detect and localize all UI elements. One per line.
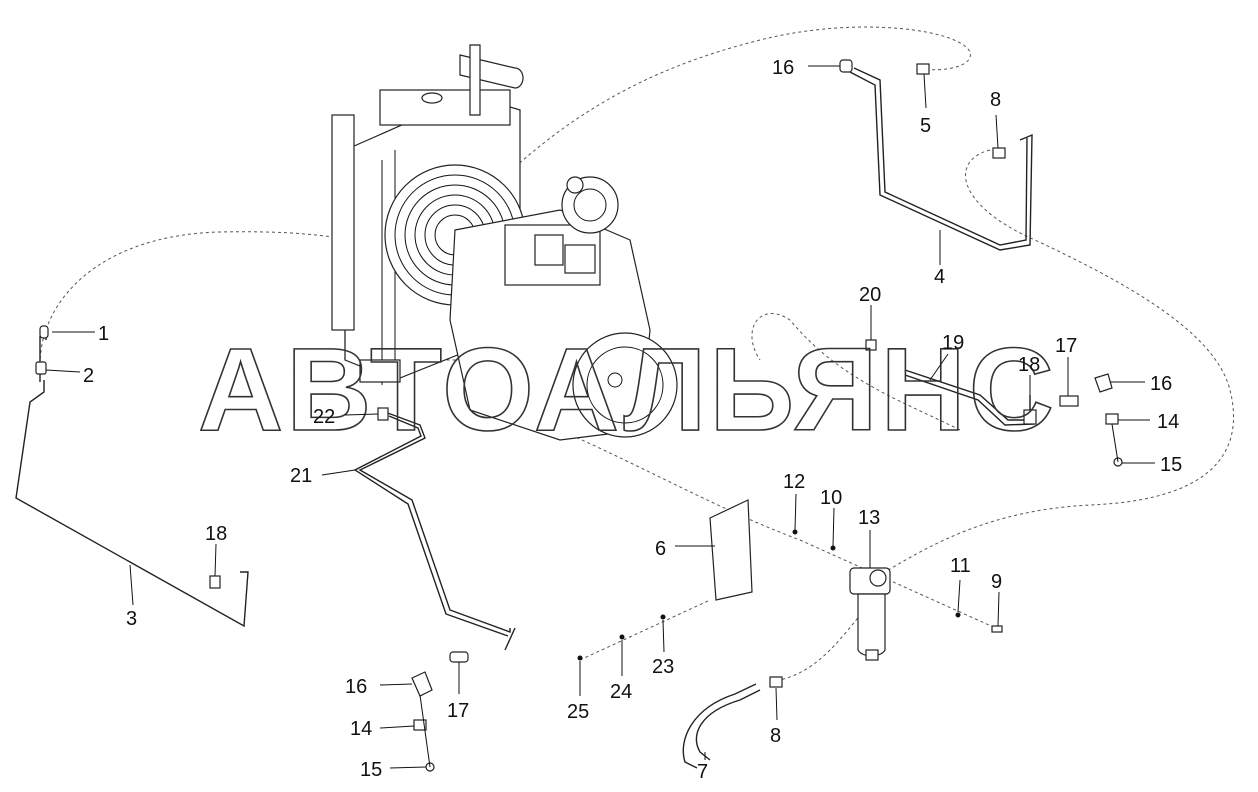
- radiator-filler-cap: [421, 92, 443, 104]
- nut-14-bottom: [413, 719, 427, 731]
- callout-1: 1: [98, 323, 109, 345]
- callout-9: 9: [991, 571, 1002, 593]
- callout-13: 13: [858, 507, 880, 529]
- callout-3: 3: [126, 608, 137, 630]
- callout-18-left: 18: [205, 523, 227, 545]
- fuel-pipe-21: [353, 407, 516, 772]
- callout-6: 6: [655, 538, 666, 560]
- callout-12: 12: [783, 471, 805, 493]
- callout-25: 25: [567, 701, 589, 723]
- callout-14-right: 14: [1157, 411, 1179, 433]
- callout-5: 5: [920, 115, 931, 137]
- fuel-filter-assembly: [577, 499, 1003, 769]
- callout-19: 19: [942, 332, 964, 354]
- watermark: АВТОАЛЬЯНС: [198, 324, 1057, 456]
- engine-radiator-assembly: [331, 44, 678, 441]
- fuel-pipe-3: [10, 325, 254, 632]
- callout-8-top: 8: [990, 89, 1001, 111]
- radiator-top-tank: [379, 89, 511, 126]
- callout-15-right: 15: [1160, 454, 1182, 476]
- fitting-18-left: [209, 575, 221, 589]
- callout-17-right: 17: [1055, 335, 1077, 357]
- callout-15-bottom: 15: [360, 759, 382, 781]
- fitting-17-right: [1059, 395, 1079, 407]
- elbow-16-right: [1094, 373, 1113, 393]
- callout-22: 22: [313, 406, 335, 428]
- filter-bowl: [857, 593, 886, 657]
- bracket-6: [709, 499, 753, 601]
- fuel-pipe-19: [865, 339, 1123, 467]
- callout-2: 2: [83, 365, 94, 387]
- callouts: 1 2 3 4 5 6 7 8 8 9 10 11 12 13 14 14 15: [45, 57, 1182, 783]
- radiator-side-tank: [331, 114, 355, 331]
- callout-21: 21: [290, 465, 312, 487]
- side-pipe: [469, 44, 481, 116]
- fitting-8-bottom: [769, 676, 783, 688]
- callout-20: 20: [859, 284, 881, 306]
- callout-11: 11: [950, 555, 971, 577]
- hose-7: [695, 689, 761, 761]
- callout-24: 24: [610, 681, 632, 703]
- fitting-1: [39, 325, 49, 339]
- callout-17-bottom: 17: [447, 700, 469, 722]
- bolt-9: [991, 625, 1003, 633]
- fuel-pipe-4: [839, 59, 1033, 251]
- callout-10: 10: [820, 487, 842, 509]
- callout-4: 4: [934, 266, 945, 288]
- callout-16-top: 16: [772, 57, 794, 79]
- fitting-5: [916, 63, 930, 75]
- callout-16-bottom: 16: [345, 676, 367, 698]
- nut-14-right: [1105, 413, 1119, 425]
- engine-mount-left: [359, 359, 401, 383]
- callout-8-bottom: 8: [770, 725, 781, 747]
- elbow-16-bottom: [411, 671, 433, 697]
- fitting-16-top: [839, 59, 853, 73]
- flywheel-housing: [572, 332, 678, 438]
- callout-7: 7: [697, 761, 708, 783]
- callout-14-bottom: 14: [350, 718, 372, 740]
- fitting-17-bottom: [449, 651, 469, 663]
- fitting-8-top: [992, 147, 1006, 159]
- callout-16-right: 16: [1150, 373, 1172, 395]
- fitting-2: [35, 361, 47, 375]
- callout-18-right: 18: [1018, 354, 1040, 376]
- callout-23: 23: [652, 656, 674, 678]
